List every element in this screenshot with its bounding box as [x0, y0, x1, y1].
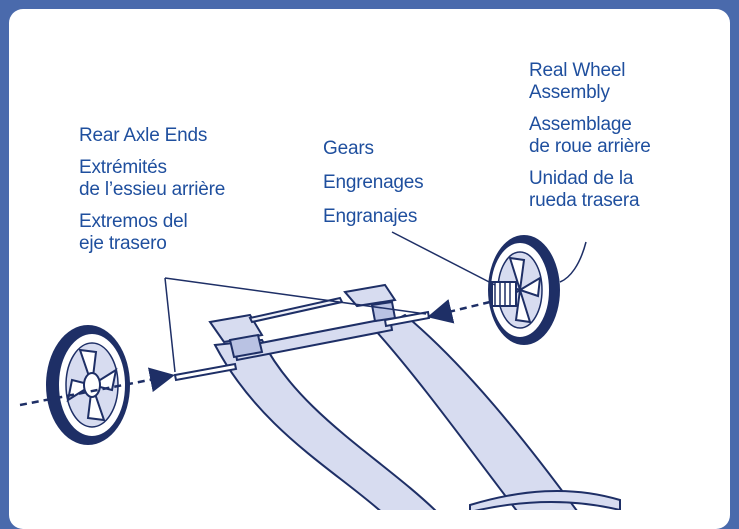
wheel-assembly-en-1: Real Wheel — [529, 60, 626, 81]
leader-rear-axle-left — [164, 277, 176, 373]
rear-axle-ends-fr-2: de l’essieu arrière — [79, 179, 226, 200]
gears-es: Engranajes — [323, 206, 418, 227]
leader-lines — [164, 231, 587, 373]
rear-axle-ends-en: Rear Axle Ends — [79, 125, 208, 146]
leader-wheel-assembly — [559, 241, 587, 283]
rear-wheel-assembly-label: Real Wheel Assembly Assemblage de roue a… — [529, 60, 651, 212]
wheel-assembly-fr-2: de roue arrière — [529, 136, 651, 157]
wheel-assembly-en-2: Assembly — [529, 82, 610, 103]
wheel-assembly-es-1: Unidad de la — [529, 168, 634, 189]
gears-fr: Engrenages — [323, 172, 424, 193]
gears-label: Gears Engrenages Engranajes — [323, 138, 424, 228]
left-insertion-arrow — [19, 367, 175, 407]
left-rear-wheel — [46, 325, 130, 445]
stroller-frame-illustration — [19, 231, 621, 510]
insertion-arrows — [19, 299, 491, 407]
leader-rear-axle-right — [164, 277, 427, 315]
gear-hub — [491, 281, 517, 307]
diagram-panel — [9, 9, 730, 529]
gears-en: Gears — [323, 138, 374, 159]
rear-axle-ends-es-1: Extremos del — [79, 211, 188, 232]
rear-axle-ends-es-2: eje trasero — [79, 233, 167, 254]
leader-gears — [391, 231, 496, 286]
rear-axle-ends-label: Rear Axle Ends Extrémités de l’essieu ar… — [79, 125, 225, 255]
stroller-frame — [213, 313, 621, 510]
right-rear-wheel-assembly — [488, 235, 560, 345]
wheel-assembly-fr-1: Assemblage — [529, 114, 632, 135]
rear-axle-ends-fr-1: Extrémités — [79, 157, 167, 178]
right-insertion-arrow — [427, 299, 491, 324]
wheel-assembly-es-2: rueda trasera — [529, 190, 640, 211]
